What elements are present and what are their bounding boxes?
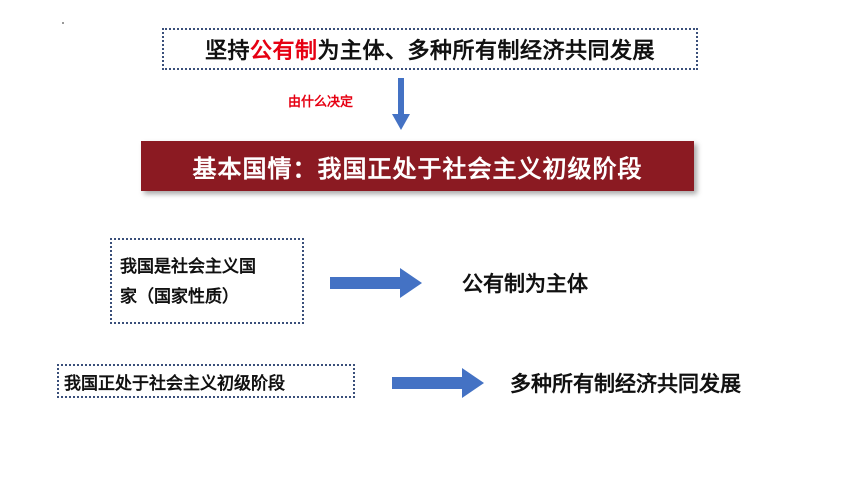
right-arrow-icon <box>392 368 484 398</box>
top-statement-box: 坚持公有制为主体、多种所有制经济共同发展 <box>162 28 698 70</box>
primary-stage-text: 我国正处于社会主义初级阶段 <box>64 373 285 394</box>
banner-text: 基本国情：我国正处于社会主义初级阶段 <box>192 154 643 183</box>
state-nature-line-1: 我国是社会主义国 <box>120 257 256 277</box>
national-condition-banner: 基本国情：我国正处于社会主义初级阶段 <box>141 141 694 191</box>
primary-stage-box: 我国正处于社会主义初级阶段 <box>57 364 355 398</box>
mixed-ownership-result: 多种所有制经济共同发展 <box>510 372 741 396</box>
right-arrow-icon <box>330 268 422 298</box>
decorative-dot <box>62 22 64 24</box>
top-statement-prefix: 坚持 <box>204 39 250 64</box>
public-ownership-result: 公有制为主体 <box>462 272 588 296</box>
down-arrow-icon <box>392 78 410 130</box>
connector-label: 由什么决定 <box>288 95 354 110</box>
state-nature-line-2: 家（国家性质） <box>120 287 239 307</box>
top-statement-suffix: 为主体、多种所有制经济共同发展 <box>317 39 656 64</box>
state-nature-box: 我国是社会主义国 家（国家性质） <box>110 238 304 324</box>
top-statement-highlight: 公有制 <box>249 39 318 64</box>
